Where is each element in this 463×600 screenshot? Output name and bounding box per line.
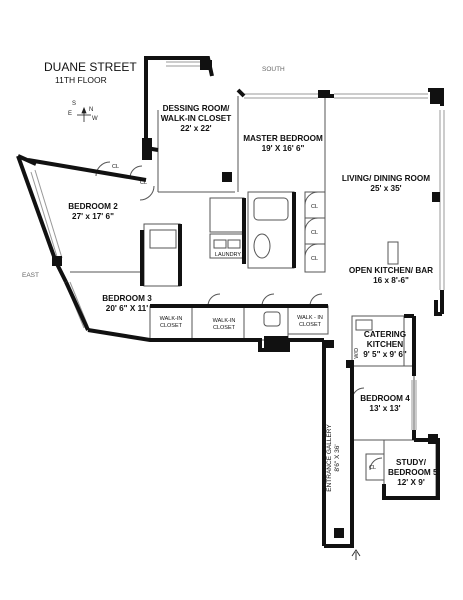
room-name: STUDY/ — [395, 458, 427, 467]
closet-cl-6: CL — [369, 465, 377, 471]
room-dims: 22' x 22' — [180, 124, 212, 133]
south-label: SOUTH — [262, 66, 285, 73]
room-entrance-gallery: ENTRANCE GALLERY 8'6" X 36' — [326, 410, 342, 506]
compass-w-label: W — [92, 116, 98, 122]
room-name: BEDROOM 2 — [68, 202, 118, 211]
closet-cl-5: CL — [311, 256, 319, 262]
closet-cl-4: CL — [311, 230, 319, 236]
compass-s-label: S — [72, 101, 77, 107]
room-name: LIVING/ DINING ROOM — [341, 174, 431, 183]
room-open-kitchen: OPEN KITCHEN/ BAR 16 x 8'-6" — [344, 266, 438, 286]
room-dims: 13' x 13' — [369, 404, 401, 413]
closet-cl-2: CL — [140, 180, 148, 186]
closet-name-2: CLOSET — [159, 322, 182, 329]
room-dims: 12' X 9' — [397, 478, 425, 487]
room-name-2: WALK-IN CLOSET — [160, 114, 232, 123]
room-dims: 27' x 17' 6" — [72, 212, 114, 221]
room-study: STUDY/ BEDROOM 5 12' X 9' — [388, 458, 438, 488]
floor-title: 11TH FLOOR — [55, 75, 107, 85]
room-name-2: BEDROOM 5 — [388, 468, 438, 477]
entrance-arrow-icon — [351, 549, 361, 560]
closet-name: WALK - IN — [297, 315, 323, 321]
room-catering-kitchen: CATERING KITCHEN 9' 5" x 9' 6" — [360, 330, 410, 360]
room-name: BEDROOM 4 — [360, 394, 410, 403]
room-name: OPEN KITCHEN/ BAR — [348, 266, 434, 275]
compass-e-label: E — [68, 111, 73, 117]
compass-n-label: N — [89, 107, 94, 113]
room-dims: 20' 6" X 11' — [105, 304, 149, 313]
room-name: CATERING — [363, 330, 407, 339]
room-dims: 16 x 8'-6" — [373, 276, 409, 285]
room-bedroom-4: BEDROOM 4 13' x 13' — [360, 394, 410, 414]
room-name: ENTRANCE GALLERY — [326, 424, 333, 492]
room-bedroom-3: BEDROOM 3 20' 6" X 11' — [96, 294, 158, 314]
wd-label: W/D — [354, 347, 361, 359]
walk-in-closet-3: WALK - IN CLOSET — [290, 315, 330, 328]
room-name-2: KITCHEN — [366, 340, 404, 349]
room-living-dining: LIVING/ DINING ROOM 25' x 35' — [338, 174, 434, 194]
room-dims: 19' X 16' 6" — [261, 144, 305, 153]
closet-cl-3: CL — [311, 204, 319, 210]
walk-in-closet-1: WALK-IN CLOSET — [150, 316, 192, 329]
columns — [52, 60, 442, 538]
closet-name-2: CLOSET — [298, 321, 321, 328]
room-name: BEDROOM 3 — [102, 294, 152, 303]
closet-name-2: CLOSET — [212, 324, 235, 331]
room-dims: 8'6" X 36' — [334, 444, 341, 472]
room-laundry: LAUNDRY — [214, 252, 242, 258]
room-bedroom-2: BEDROOM 2 27' x 17' 6" — [58, 202, 128, 222]
street-title: DUANE STREET — [44, 60, 137, 74]
compass-rose-icon — [77, 106, 91, 122]
room-dims: 25' x 35' — [370, 184, 402, 193]
closet-name: WALK-IN — [212, 318, 236, 324]
closet-cl-1: CL — [112, 164, 120, 170]
east-label: EAST — [22, 272, 39, 279]
room-master-bedroom: MASTER BEDROOM 19' X 16' 6" — [240, 134, 326, 154]
room-dressing: DESSING ROOM/ WALK-IN CLOSET 22' x 22' — [152, 104, 240, 134]
room-name: DESSING ROOM/ — [162, 104, 230, 113]
closet-name: WALK-IN — [159, 316, 183, 322]
walk-in-closet-2: WALK-IN CLOSET — [198, 318, 250, 331]
room-dims: 9' 5" x 9' 6" — [363, 350, 407, 359]
room-name: MASTER BEDROOM — [243, 134, 323, 143]
